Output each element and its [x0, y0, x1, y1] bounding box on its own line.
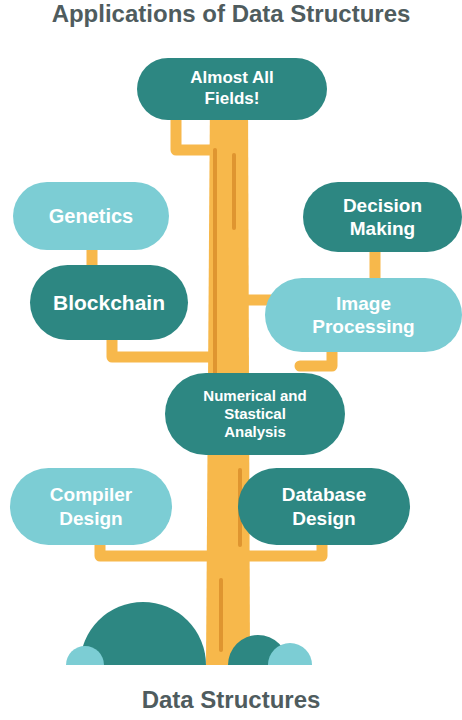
- grain-line: [213, 150, 217, 380]
- application-pill: Compiler Design: [10, 468, 172, 545]
- diagram-title: Applications of Data Structures: [0, 0, 462, 28]
- pill-label: Almost All Fields!: [177, 68, 287, 109]
- pill-label: Database Design: [269, 483, 379, 529]
- bushes: [66, 602, 312, 665]
- pill-label: Numerical and Stastical Analysis: [194, 387, 316, 442]
- application-pill: Blockchain: [30, 265, 188, 340]
- bush: [268, 643, 312, 665]
- grain-line: [219, 580, 223, 650]
- pill-label: Decision Making: [327, 194, 439, 240]
- grain-line: [232, 155, 236, 228]
- diagram-caption: Data Structures: [0, 686, 462, 714]
- application-pill: Decision Making: [303, 182, 462, 252]
- application-pill: Database Design: [238, 468, 410, 545]
- application-pill: Almost All Fields!: [137, 58, 327, 120]
- pill-label: Compiler Design: [41, 483, 141, 529]
- pill-label: Genetics: [49, 204, 133, 228]
- pill-label: Image Processing: [304, 292, 424, 338]
- application-pill: Numerical and Stastical Analysis: [165, 373, 345, 455]
- application-pill: Genetics: [13, 182, 169, 250]
- branch: [176, 115, 215, 150]
- pill-label: Blockchain: [53, 290, 165, 316]
- application-pill: Image Processing: [265, 278, 462, 352]
- bush: [66, 646, 104, 665]
